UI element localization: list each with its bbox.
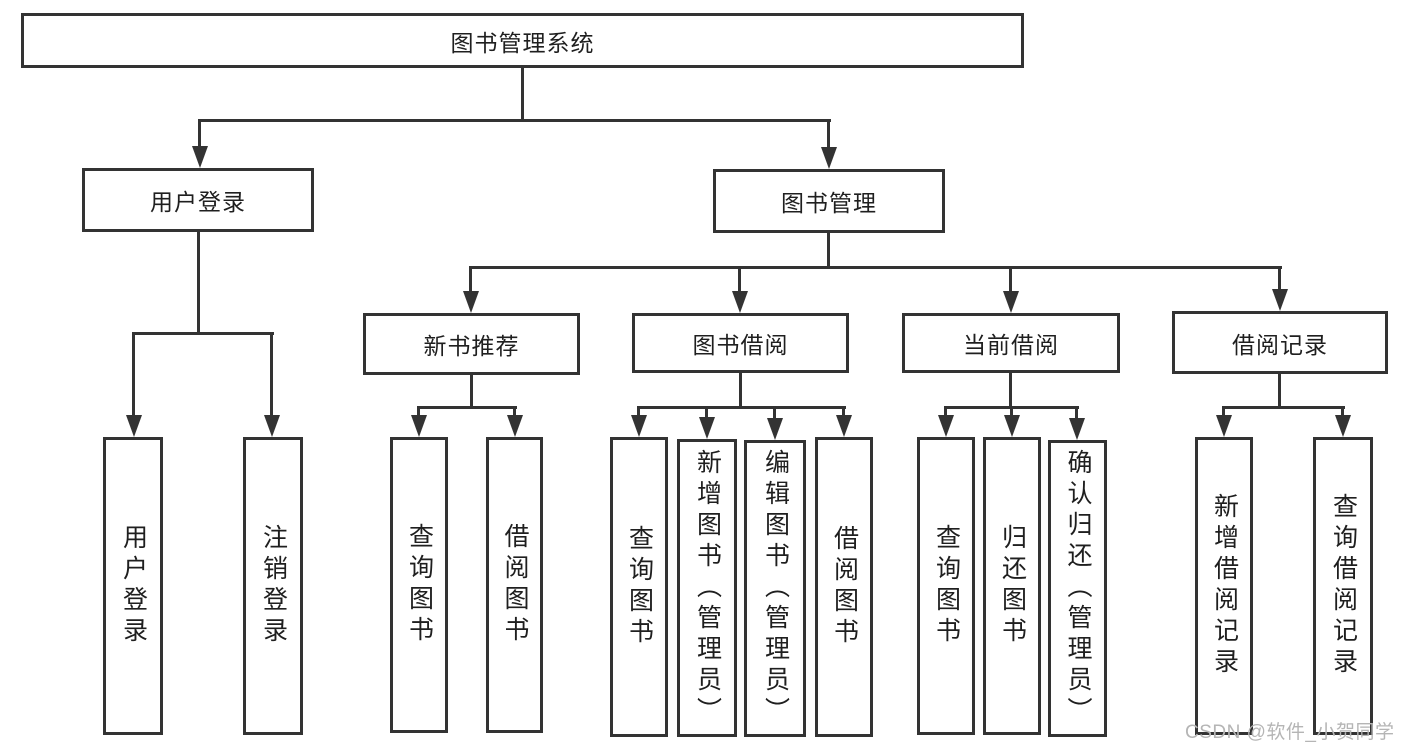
- node-label: 用户登录: [150, 189, 246, 215]
- connector-line: [944, 406, 947, 418]
- connector-line: [1222, 406, 1225, 418]
- arrow-down-icon: [699, 417, 715, 439]
- leaf-current-confirm-return-admin: 确认归还（管理员）: [1048, 440, 1107, 737]
- leaf-borrowing-edit-books-admin: 编辑图书（管理员）: [744, 440, 806, 737]
- leaf-label: 注销登录: [259, 524, 288, 648]
- connector-line: [739, 371, 742, 409]
- connector-line: [1278, 372, 1281, 409]
- leaf-recommend-query-books: 查询图书: [390, 437, 448, 733]
- leaf-label: 查询图书: [932, 524, 961, 648]
- arrow-down-icon: [126, 415, 142, 437]
- leaf-borrowing-query-books: 查询图书: [610, 437, 668, 737]
- connector-line: [270, 332, 273, 417]
- connector-line: [827, 231, 830, 269]
- leaf-logout: 注销登录: [243, 437, 303, 735]
- arrow-down-icon: [1272, 289, 1288, 311]
- connector-line: [637, 406, 640, 418]
- arrow-down-icon: [264, 415, 280, 437]
- node-borrowing-records: 借阅记录: [1172, 311, 1388, 374]
- arrow-down-icon: [507, 415, 523, 437]
- connector-line: [1278, 266, 1281, 292]
- arrow-down-icon: [732, 291, 748, 313]
- leaf-label: 新增图书（管理员）: [693, 448, 722, 728]
- arrow-down-icon: [631, 415, 647, 437]
- connector-line: [198, 119, 201, 149]
- connector-line: [827, 119, 830, 150]
- leaf-label: 借阅图书: [830, 525, 859, 649]
- connector-line: [469, 266, 472, 294]
- arrow-down-icon: [1003, 291, 1019, 313]
- leaf-label: 查询图书: [625, 525, 654, 649]
- connector-line: [1075, 406, 1078, 420]
- node-system-root: 图书管理系统: [21, 13, 1024, 68]
- node-label: 新书推荐: [423, 333, 520, 359]
- connector-line: [197, 230, 200, 335]
- leaf-records-add-record: 新增借阅记录: [1195, 437, 1253, 735]
- arrow-down-icon: [1069, 418, 1085, 440]
- leaf-user-login: 用户登录: [103, 437, 163, 735]
- arrow-down-icon: [821, 147, 837, 169]
- node-label: 当前借阅: [963, 332, 1059, 358]
- node-current-borrowing: 当前借阅: [902, 313, 1120, 373]
- connector-line: [637, 406, 846, 409]
- node-label: 图书借阅: [692, 332, 789, 358]
- leaf-current-query-books: 查询图书: [917, 437, 975, 735]
- arrow-down-icon: [767, 418, 783, 440]
- leaf-records-query-record: 查询借阅记录: [1313, 437, 1373, 735]
- connector-line: [1009, 266, 1012, 294]
- node-user-login: 用户登录: [82, 168, 314, 232]
- connector-line: [705, 406, 708, 419]
- node-book-borrowing: 图书借阅: [632, 313, 849, 373]
- connector-line: [417, 406, 517, 409]
- node-label: 借阅记录: [1232, 331, 1328, 358]
- connector-line: [738, 266, 741, 294]
- leaf-label: 归还图书: [998, 524, 1027, 648]
- connector-line: [132, 332, 135, 417]
- arrow-down-icon: [1004, 415, 1020, 437]
- leaf-label: 查询图书: [405, 523, 434, 647]
- arrow-down-icon: [411, 415, 427, 437]
- leaf-current-return-books: 归还图书: [983, 437, 1041, 735]
- node-label: 图书管理: [781, 190, 877, 216]
- leaf-label: 借阅图书: [501, 523, 529, 647]
- connector-line: [842, 406, 845, 418]
- connector-line: [773, 406, 776, 420]
- arrow-down-icon: [1216, 415, 1232, 437]
- connector-line: [470, 373, 473, 409]
- arrow-down-icon: [836, 415, 852, 437]
- connector-line: [132, 332, 274, 335]
- leaf-label: 用户登录: [119, 524, 148, 648]
- arrow-down-icon: [1335, 415, 1351, 437]
- leaf-label: 查询借阅记录: [1329, 493, 1358, 679]
- node-new-book-recommend: 新书推荐: [363, 313, 580, 375]
- connector-line: [1009, 371, 1012, 409]
- arrow-down-icon: [192, 146, 208, 168]
- leaf-borrowing-borrow-books: 借阅图书: [815, 437, 873, 737]
- watermark: CSDN @软件_小贺同学: [1185, 722, 1395, 743]
- leaf-recommend-borrow-books: 借阅图书: [486, 437, 543, 733]
- connector-line: [1341, 406, 1344, 418]
- node-label: 图书管理系统: [450, 29, 595, 56]
- leaf-label: 编辑图书（管理员）: [761, 449, 790, 728]
- leaf-label: 新增借阅记录: [1210, 493, 1239, 679]
- connector-line: [521, 68, 524, 122]
- node-book-management: 图书管理: [713, 169, 945, 233]
- connector-line: [469, 266, 1282, 269]
- connector-line: [417, 406, 420, 418]
- arrow-down-icon: [938, 415, 954, 437]
- leaf-label: 确认归还（管理员）: [1064, 449, 1092, 728]
- connector-line: [1010, 406, 1013, 418]
- connector-line: [513, 406, 516, 418]
- connector-line: [1222, 406, 1345, 409]
- arrow-down-icon: [463, 291, 479, 313]
- connector-line: [198, 119, 831, 122]
- leaf-borrowing-add-books-admin: 新增图书（管理员）: [677, 439, 737, 737]
